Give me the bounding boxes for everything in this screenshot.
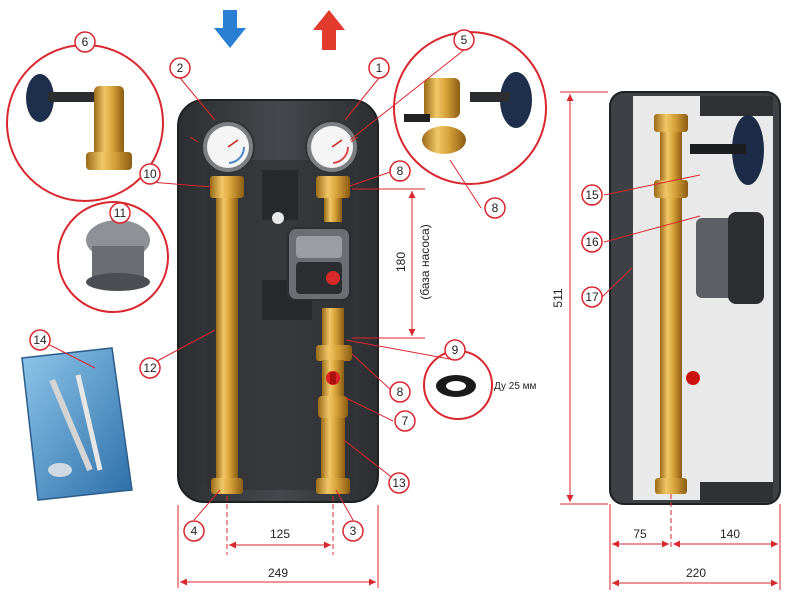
dimension-511: 511 <box>551 91 608 505</box>
callout-16: 16 <box>581 231 603 253</box>
dim-220-text: 220 <box>686 566 706 580</box>
callout-number: 8 <box>397 164 404 178</box>
dim-249-text: 249 <box>268 566 288 580</box>
detail-circle-6 <box>6 44 164 202</box>
dim-140-text: 140 <box>720 527 740 541</box>
inflow-arrow <box>214 10 246 48</box>
outflow-arrow <box>313 10 345 50</box>
dimension-220: 220 <box>612 566 778 587</box>
callout-3: 3 <box>342 520 364 542</box>
callout-8-2: 8 <box>484 197 506 219</box>
callout-number: 2 <box>177 61 184 75</box>
callout-number: 12 <box>143 361 157 375</box>
detail-circle-9: Ду 25 мм <box>423 350 537 420</box>
dimension-75: 75 <box>609 494 672 590</box>
callout-9: 9 <box>444 339 466 361</box>
callout-number: 8 <box>492 201 499 215</box>
side-view-body <box>609 91 781 505</box>
callout-12: 12 <box>139 357 161 379</box>
callout-number: 11 <box>114 206 127 220</box>
callout-number: 4 <box>191 524 198 538</box>
side-view-pipe <box>654 114 688 494</box>
callout-8-3: 8 <box>389 381 411 403</box>
dim-75-text: 75 <box>633 527 647 541</box>
dimension-140: 140 <box>673 504 781 590</box>
thermometer-right-icon <box>305 120 359 174</box>
callout-8-1: 8 <box>389 160 411 182</box>
dimension-249: 249 <box>177 505 379 588</box>
ball-valve-icon <box>326 371 340 385</box>
gasket-icon <box>436 375 476 397</box>
callout-17: 17 <box>581 286 603 308</box>
pump-base-text: (база насоса) <box>418 224 432 299</box>
callout-number: 16 <box>585 235 599 249</box>
thermometer-left-icon <box>201 120 255 174</box>
callout-14: 14 <box>29 329 51 351</box>
callout-number: 1 <box>376 61 383 75</box>
callout-number: 14 <box>33 333 47 347</box>
callout-6: 6 <box>74 31 96 53</box>
callout-10: 10 <box>139 163 161 185</box>
callout-4: 4 <box>183 520 205 542</box>
callout-number: 5 <box>461 33 468 47</box>
detail-circle-5 <box>393 31 547 185</box>
dim-511-text: 511 <box>551 288 565 307</box>
detail-circle-11 <box>57 201 169 313</box>
callout-number: 7 <box>402 414 409 428</box>
callout-number: 3 <box>350 524 357 538</box>
callout-number: 17 <box>585 290 599 304</box>
dimension-125: 125 <box>226 496 334 555</box>
gasket-label: Ду 25 мм <box>494 381 537 392</box>
hardware-bag-icon <box>21 347 133 501</box>
callout-15: 15 <box>581 184 603 206</box>
return-pipe <box>210 176 244 494</box>
dim-125-text: 125 <box>270 527 290 541</box>
callout-1: 1 <box>368 57 390 79</box>
callout-2: 2 <box>169 57 191 79</box>
callout-number: 8 <box>397 385 404 399</box>
callout-11: 11 <box>109 202 131 224</box>
callout-number: 13 <box>392 476 406 490</box>
callout-number: 15 <box>585 188 599 202</box>
callout-7: 7 <box>394 410 416 432</box>
dimension-180: 180 (база насоса) <box>352 188 432 339</box>
callout-number: 10 <box>143 167 157 181</box>
callout-5: 5 <box>453 29 475 51</box>
dim-180-text: 180 <box>394 252 408 272</box>
supply-pipe <box>316 176 352 494</box>
pump-icon <box>287 227 351 301</box>
callout-number: 6 <box>82 35 89 49</box>
callout-13: 13 <box>388 472 410 494</box>
callout-number: 9 <box>452 343 459 357</box>
